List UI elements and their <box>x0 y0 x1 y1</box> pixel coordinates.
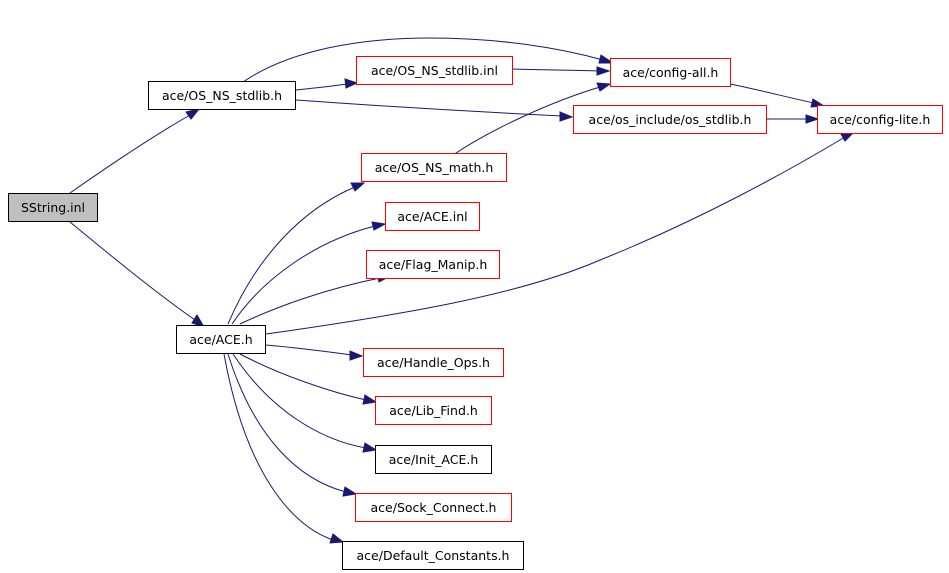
node-default-constants-h[interactable]: ace/Default_Constants.h <box>342 541 524 570</box>
edge-arrowhead <box>371 221 387 231</box>
edge-arrowhead <box>342 486 358 497</box>
edge-arrowhead <box>596 66 611 76</box>
edge-sstring-to-os-ns-stdlib <box>69 114 191 194</box>
node-os-ns-stdlib-h[interactable]: ace/OS_NS_stdlib.h <box>148 81 296 110</box>
edge-ace-to-lib-find <box>239 353 367 401</box>
edge-ace-to-sock-connect <box>227 353 347 493</box>
edge-arrowhead <box>596 82 612 92</box>
node-lib-find-h[interactable]: ace/Lib_Find.h <box>375 396 492 425</box>
node-init-ace-h[interactable]: ace/Init_ACE.h <box>375 445 492 474</box>
edge-sstring-to-ace-h <box>69 221 196 321</box>
edge-arrowhead <box>805 114 820 124</box>
edge-arrowhead <box>362 394 378 405</box>
edge-arrowhead <box>349 350 364 361</box>
node-flag-manip-h[interactable]: ace/Flag_Manip.h <box>366 250 500 279</box>
node-ace-h[interactable]: ace/ACE.h <box>176 325 266 354</box>
edge-os-ns-stdlib-to-inl <box>295 83 348 91</box>
edge-ace-to-os-ns-math <box>227 186 356 325</box>
edge-arrowhead <box>559 111 574 122</box>
edge-ace-to-ace-inl <box>231 225 376 325</box>
edge-ace-to-default-constants <box>223 353 334 541</box>
edge-ace-to-init-ace <box>232 353 367 449</box>
edge-arrowhead <box>350 182 366 192</box>
edge-inl-to-config-all <box>511 68 600 72</box>
edge-os-ns-stdlib-to-config-all-arc <box>242 37 604 83</box>
node-sstring-inl: SString.inl <box>8 193 98 222</box>
node-os-ns-stdlib-inl[interactable]: ace/OS_NS_stdlib.inl <box>356 56 513 85</box>
edge-arrowhead <box>362 442 378 453</box>
node-config-all-h[interactable]: ace/config-all.h <box>610 58 731 87</box>
edge-ace-to-handle-ops <box>265 344 353 356</box>
edge-ace-to-config-lite <box>265 136 846 335</box>
edge-os-ns-math-to-config-all <box>452 86 601 156</box>
node-os-stdlib-h[interactable]: ace/os_include/os_stdlib.h <box>573 105 767 134</box>
edge-os-ns-stdlib-to-os-stdlib <box>295 99 563 117</box>
edge-arrowhead <box>185 108 201 120</box>
edge-ace-to-flag-manip <box>239 277 381 325</box>
node-sock-connect-h[interactable]: ace/Sock_Connect.h <box>355 493 512 522</box>
edge-arrowhead <box>598 54 615 64</box>
node-ace-inl[interactable]: ace/ACE.inl <box>385 202 480 231</box>
edge-arrowhead <box>329 533 345 544</box>
node-config-lite-h[interactable]: ace/config-lite.h <box>817 105 943 134</box>
edge-config-all-to-config-lite <box>729 83 815 104</box>
node-handle-ops-h[interactable]: ace/Handle_Ops.h <box>363 348 504 377</box>
node-os-ns-math-h[interactable]: ace/OS_NS_math.h <box>361 153 507 182</box>
edge-arrowhead <box>344 78 359 89</box>
